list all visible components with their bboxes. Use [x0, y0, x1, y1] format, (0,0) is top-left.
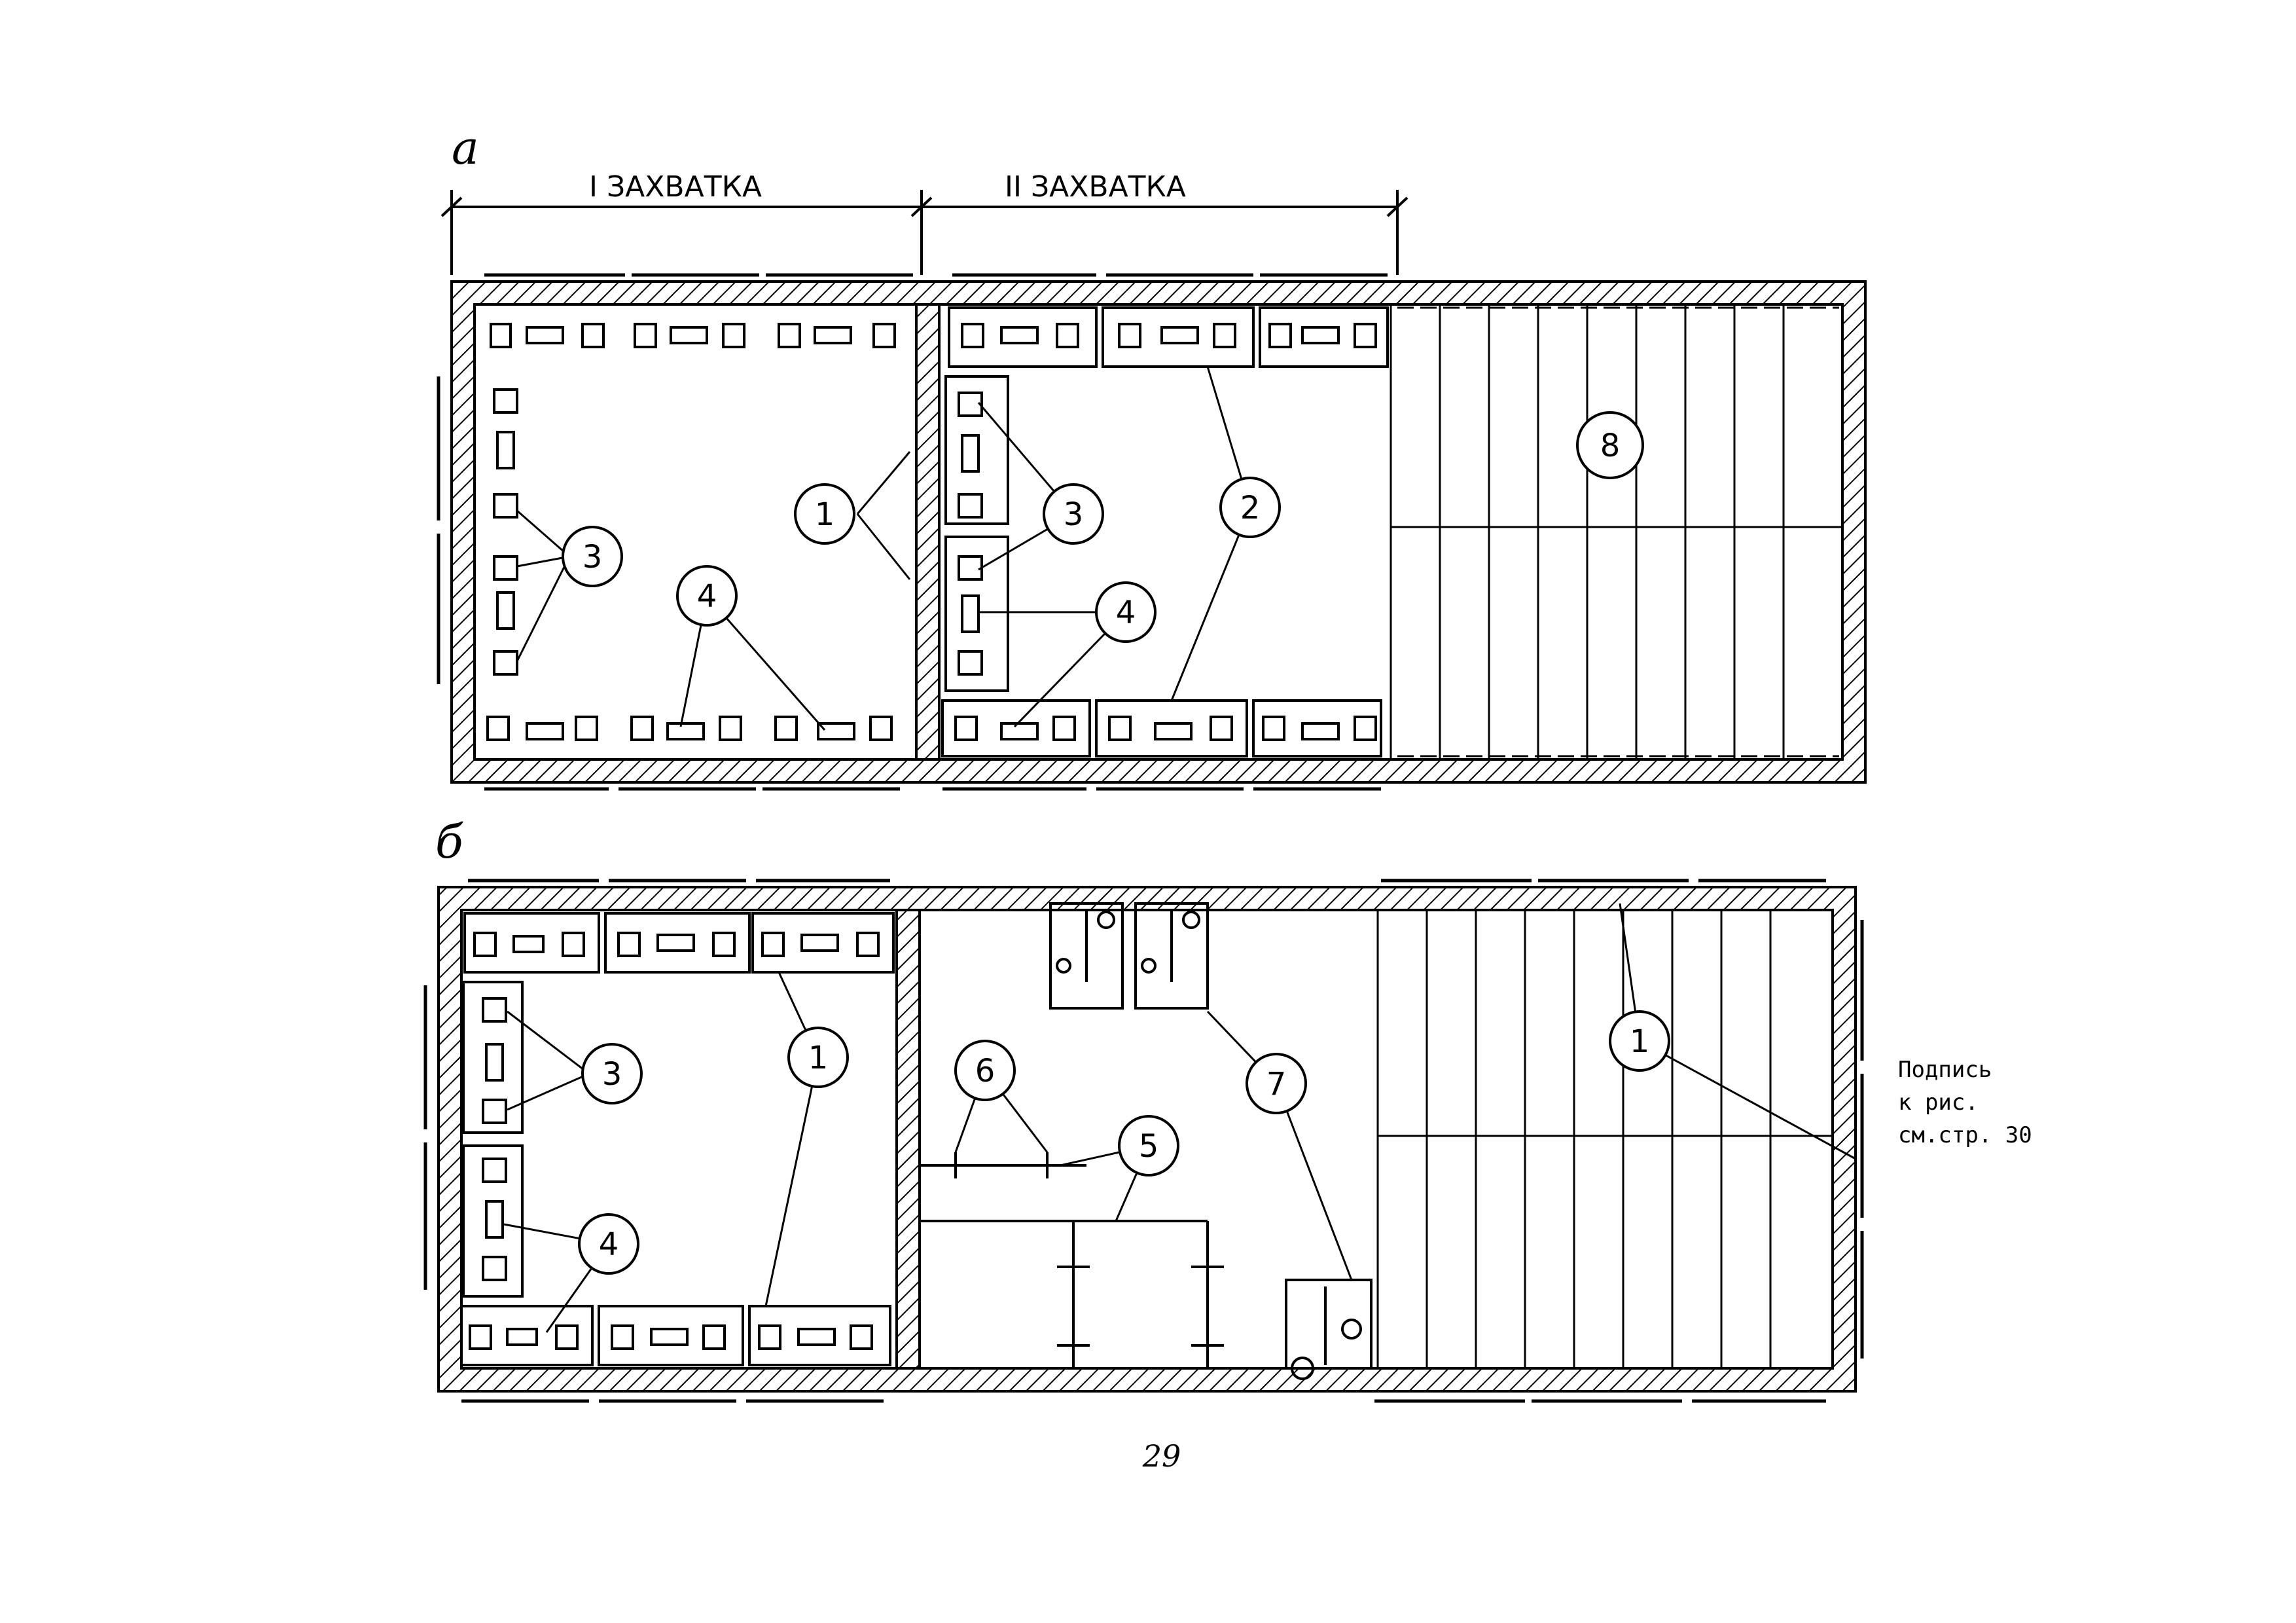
figure-a-top-panels [437, 273, 1388, 791]
callout-a-4-left: 4 [697, 578, 717, 615]
figure-a-label: а [452, 121, 479, 175]
callout-b-3: 3 [602, 1056, 622, 1093]
zone-2-label: II ЗАХВАТКА [1005, 170, 1186, 204]
side-note-line-1: Подпись [1898, 1057, 1992, 1083]
figure-b-slab-area [1376, 910, 1833, 1368]
callout-b-5: 5 [1139, 1128, 1159, 1165]
figure-a-panel-stacks [486, 306, 1389, 757]
figure-b-walls [437, 886, 1857, 1393]
figure-b-callout-circles [578, 1010, 1670, 1275]
callout-a-2: 2 [1240, 490, 1261, 526]
figure-b-label: б [435, 815, 463, 869]
callout-a-3-right: 3 [1064, 496, 1084, 533]
figure-a-slab-area [1390, 304, 1842, 759]
figure-b-window-panels [423, 879, 1864, 1403]
callout-a-4-right: 4 [1116, 594, 1136, 631]
callout-b-1-right: 1 [1630, 1023, 1650, 1060]
figure-b-equipment [920, 902, 1372, 1380]
zone-1-label: I ЗАХВАТКА [589, 170, 762, 204]
callout-a-3-left: 3 [583, 539, 603, 575]
figure-a-leader-lines [516, 366, 1251, 731]
figure-a-callout-circles [562, 411, 1644, 643]
callout-a-8: 8 [1600, 428, 1621, 464]
figure-b-panel-stacks [460, 912, 895, 1366]
callout-b-7: 7 [1266, 1066, 1287, 1103]
zone-dimension-lines [440, 190, 1408, 275]
side-note-line-3: см.стр. 30 [1898, 1122, 2032, 1148]
callout-b-4: 4 [599, 1226, 619, 1263]
figure-a-walls [450, 280, 1867, 784]
figure-b-leader-lines [503, 903, 1856, 1333]
callout-a-1: 1 [815, 496, 835, 533]
callout-b-1-left: 1 [808, 1040, 829, 1076]
side-note-line-2: к рис. [1898, 1089, 1979, 1116]
callout-b-6: 6 [975, 1053, 996, 1089]
page-number: 29 [1142, 1438, 1181, 1474]
